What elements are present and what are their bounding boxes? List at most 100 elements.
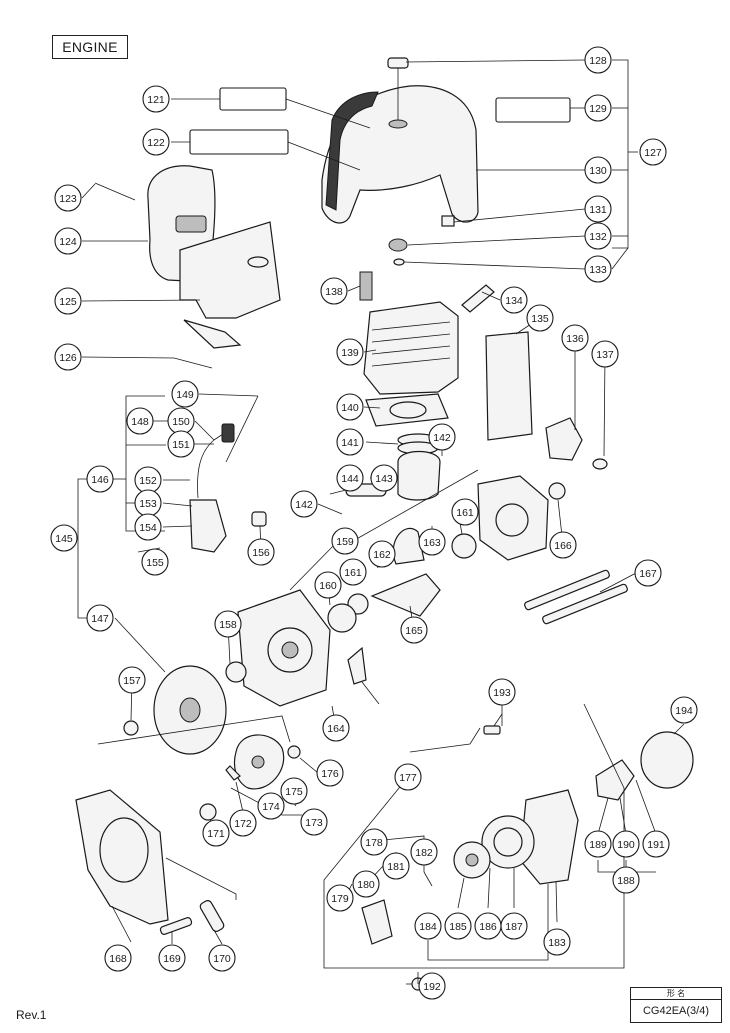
part-bubble-191: 191 bbox=[642, 830, 670, 858]
part-bubble-circle bbox=[336, 393, 364, 421]
part-number-label: 143 bbox=[375, 473, 393, 485]
part-number-label: 123 bbox=[59, 193, 77, 205]
part-bubble-132: 132 bbox=[584, 222, 612, 250]
part-bubble-circle bbox=[500, 912, 528, 940]
part-bubble-128: 128 bbox=[584, 46, 612, 74]
part-number-label: 141 bbox=[341, 437, 359, 449]
part-bubble-circle bbox=[352, 870, 380, 898]
part-bubble-193: 193 bbox=[488, 678, 516, 706]
part-number-label: 192 bbox=[423, 981, 441, 993]
part-number-label: 131 bbox=[589, 204, 607, 216]
part-bubble-circle bbox=[118, 666, 146, 694]
part-bubble-circle bbox=[208, 944, 236, 972]
part-number-label: 194 bbox=[675, 705, 693, 717]
part-bubble-circle bbox=[86, 465, 114, 493]
part-bubble-circle bbox=[86, 604, 114, 632]
part-bubble-171: 171 bbox=[202, 819, 230, 847]
part-number-label: 187 bbox=[505, 921, 523, 933]
section-title: ENGINE bbox=[52, 35, 128, 59]
part-number-label: 173 bbox=[305, 817, 323, 829]
part-bubble-187: 187 bbox=[500, 912, 528, 940]
part-bubble-133: 133 bbox=[584, 255, 612, 283]
part-number-label: 130 bbox=[589, 165, 607, 177]
part-bubble-circle bbox=[414, 912, 442, 940]
part-number-label: 155 bbox=[146, 557, 164, 569]
part-bubble-181: 181 bbox=[382, 852, 410, 880]
part-bubble-134: 134 bbox=[500, 286, 528, 314]
part-bubble-167: 167 bbox=[634, 559, 662, 587]
cylinder-drawing bbox=[345, 271, 608, 501]
part-number-label: 139 bbox=[341, 347, 359, 359]
part-number-label: 174 bbox=[262, 801, 280, 813]
part-bubble-circle bbox=[331, 527, 359, 555]
part-bubble-circle bbox=[400, 616, 428, 644]
part-bubble-142: 142 bbox=[290, 490, 318, 518]
part-bubble-circle bbox=[126, 407, 154, 435]
part-bubble-circle bbox=[314, 571, 342, 599]
part-bubble-179: 179 bbox=[326, 884, 354, 912]
part-bubble-circle bbox=[451, 498, 479, 526]
part-number-label: 144 bbox=[341, 473, 359, 485]
part-number-label: 178 bbox=[365, 837, 383, 849]
part-bubble-150: 150 bbox=[167, 407, 195, 435]
part-bubble-circle bbox=[336, 464, 364, 492]
part-bubble-129: 129 bbox=[584, 94, 612, 122]
part-bubble-circle bbox=[339, 558, 367, 586]
part-number-label: 124 bbox=[59, 236, 77, 248]
part-bubble-circle bbox=[428, 423, 456, 451]
part-bubble-176: 176 bbox=[316, 759, 344, 787]
part-bubble-194: 194 bbox=[670, 696, 698, 724]
model-box: 形 名 CG42EA(3/4) bbox=[630, 987, 722, 1023]
part-bubble-125: 125 bbox=[54, 287, 82, 315]
model-number: CG42EA(3/4) bbox=[642, 1005, 710, 1017]
part-number-label: 179 bbox=[331, 893, 349, 905]
part-number-label: 149 bbox=[176, 389, 194, 401]
part-number-label: 175 bbox=[285, 786, 303, 798]
part-bubble-143: 143 bbox=[370, 464, 398, 492]
part-bubble-135: 135 bbox=[526, 304, 554, 332]
part-bubble-142: 142 bbox=[428, 423, 456, 451]
part-bubble-159: 159 bbox=[331, 527, 359, 555]
flywheel-drawing bbox=[123, 665, 301, 821]
part-number-label: 171 bbox=[207, 828, 225, 840]
part-number-label: 191 bbox=[647, 839, 665, 851]
part-bubble-126: 126 bbox=[54, 343, 82, 371]
part-bubble-145: 145 bbox=[50, 524, 78, 552]
part-bubble-173: 173 bbox=[300, 808, 328, 836]
part-bubble-185: 185 bbox=[444, 912, 472, 940]
part-bubble-147: 147 bbox=[86, 604, 114, 632]
part-bubble-circle bbox=[54, 343, 82, 371]
part-number-label: 156 bbox=[252, 547, 270, 559]
part-bubble-circle bbox=[54, 287, 82, 315]
part-bubble-122: 122 bbox=[142, 128, 170, 156]
part-bubble-177: 177 bbox=[394, 763, 422, 791]
part-bubble-130: 130 bbox=[584, 156, 612, 184]
part-bubble-168: 168 bbox=[104, 944, 132, 972]
revision-label: Rev.1 bbox=[16, 1008, 47, 1022]
part-bubble-circle bbox=[584, 46, 612, 74]
part-bubble-circle bbox=[158, 944, 186, 972]
part-bubble-circle bbox=[300, 808, 328, 836]
part-bubble-circle bbox=[382, 852, 410, 880]
part-bubble-circle bbox=[247, 538, 275, 566]
part-number-label: 129 bbox=[589, 103, 607, 115]
part-number-label: 169 bbox=[163, 953, 181, 965]
part-bubble-160: 160 bbox=[314, 571, 342, 599]
part-bubble-157: 157 bbox=[118, 666, 146, 694]
part-bubble-139: 139 bbox=[336, 338, 364, 366]
part-number-label: 189 bbox=[589, 839, 607, 851]
part-bubble-circle bbox=[336, 338, 364, 366]
part-bubble-174: 174 bbox=[257, 792, 285, 820]
part-number-label: 134 bbox=[505, 295, 523, 307]
part-bubble-circle bbox=[370, 464, 398, 492]
part-number-label: 137 bbox=[596, 349, 614, 361]
part-bubble-circle bbox=[171, 380, 199, 408]
part-number-label: 168 bbox=[109, 953, 127, 965]
part-bubble-186: 186 bbox=[474, 912, 502, 940]
part-bubble-circle bbox=[639, 138, 667, 166]
part-number-label: 125 bbox=[59, 296, 77, 308]
part-number-label: 127 bbox=[644, 147, 662, 159]
part-number-label: 132 bbox=[589, 231, 607, 243]
part-number-label: 136 bbox=[566, 333, 584, 345]
part-number-label: 176 bbox=[321, 768, 339, 780]
